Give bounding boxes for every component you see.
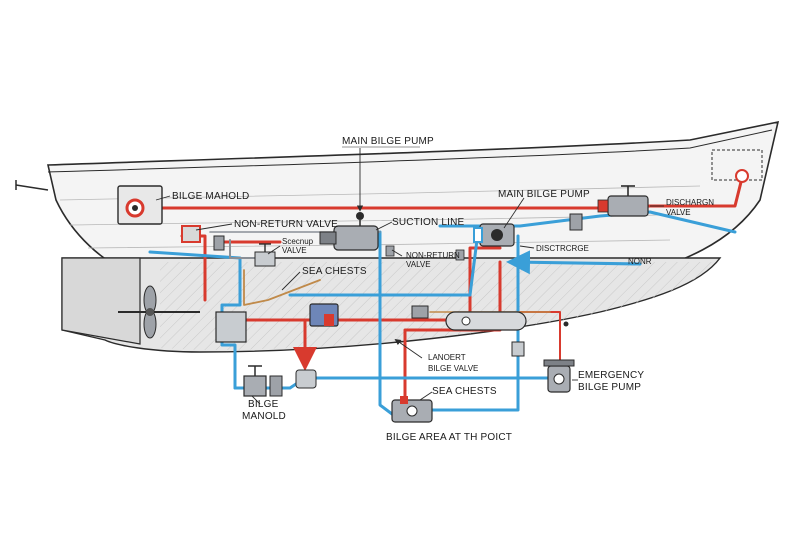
label-bilge-manifold-bottom-2: MANOLD [242, 411, 286, 422]
discharge-branch-valve [569, 213, 583, 231]
manifold-block-left [215, 311, 247, 343]
non-return-valve-left [181, 225, 201, 243]
label-main-bilge-pump-top: MAIN BILGE PUMP [342, 136, 434, 147]
small-valve-left [213, 235, 225, 251]
label-landing-bilge-valve-2: BILGE VALVE [428, 364, 478, 373]
bilge-tank [445, 311, 527, 331]
blue-right-down [428, 234, 520, 412]
label-emergency-bilge-pump-1: EMERGENCY [578, 370, 644, 381]
sea-chest-filter-mid [309, 303, 339, 327]
components [117, 185, 649, 423]
label-discharge-valve-2: VALVE [666, 208, 691, 217]
label-discharge-valve-1: DISCHARGN [666, 198, 714, 207]
blue-suction-vertical [378, 230, 394, 416]
label-landing-bilge-valve-1: LANOERT [428, 353, 466, 362]
bow-outlet [735, 169, 749, 183]
label-bilge-manifold-top: BILGE MAHOLD [172, 191, 249, 202]
discharge-valve [597, 185, 649, 217]
leader-lines [155, 148, 664, 405]
sea-chest-lower [391, 396, 433, 423]
label-non-return-valve-mid-2: VALVE [406, 260, 431, 269]
deck-line [47, 129, 773, 173]
main-bilge-pump-center [319, 212, 379, 251]
label-screw-valve-2: VALVE [282, 246, 307, 255]
label-suction-line: SUCTION LINE [392, 217, 465, 228]
label-non-return-valve-mid-1: NON-RETURN [406, 251, 460, 260]
hull [15, 120, 780, 353]
propeller-icon [118, 285, 200, 339]
main-bilge-pump-right [473, 223, 515, 247]
landing-bilge-valve [511, 341, 525, 357]
emergency-bilge-pump [543, 359, 575, 393]
brown-line [243, 269, 321, 306]
grey-line-1 [229, 239, 259, 259]
label-sea-chests-upper: SEA CHESTS [302, 266, 367, 277]
label-nonr: NONR [628, 257, 652, 266]
lower-hull-hatch [160, 262, 715, 350]
labels: MAIN BILGE PUMP BILGE MAHOLD NON-RETURN … [172, 136, 714, 443]
label-screw-valve-1: Scecnup [282, 237, 314, 246]
label-non-return-valve-left: NON-RETURN VALVE [234, 219, 338, 230]
fitting-dot [563, 321, 569, 327]
label-discharge: DISCTRCRGE [536, 244, 589, 253]
skeg [61, 257, 141, 345]
blue-return-arrow [506, 250, 642, 275]
red-discharge-bow [648, 176, 744, 208]
inline-valve-mid [411, 305, 429, 319]
bilge-manifold-lower [243, 365, 317, 397]
label-emergency-bilge-pump-2: BILGE PUMP [578, 382, 641, 393]
screw-valve [254, 243, 276, 267]
label-bilge-manifold-bottom-1: BILGE [248, 399, 279, 410]
small-fitting-2 [455, 249, 465, 261]
label-main-bilge-pump-right: MAIN BILGE PUMP [498, 189, 590, 200]
label-bilge-area-caption: BILGE AREA AT TH POICT [386, 432, 512, 443]
label-sea-chests-lower: SEA CHESTS [432, 386, 497, 397]
stern-rail [15, 184, 49, 191]
bilge-manifold-upper [117, 185, 163, 225]
